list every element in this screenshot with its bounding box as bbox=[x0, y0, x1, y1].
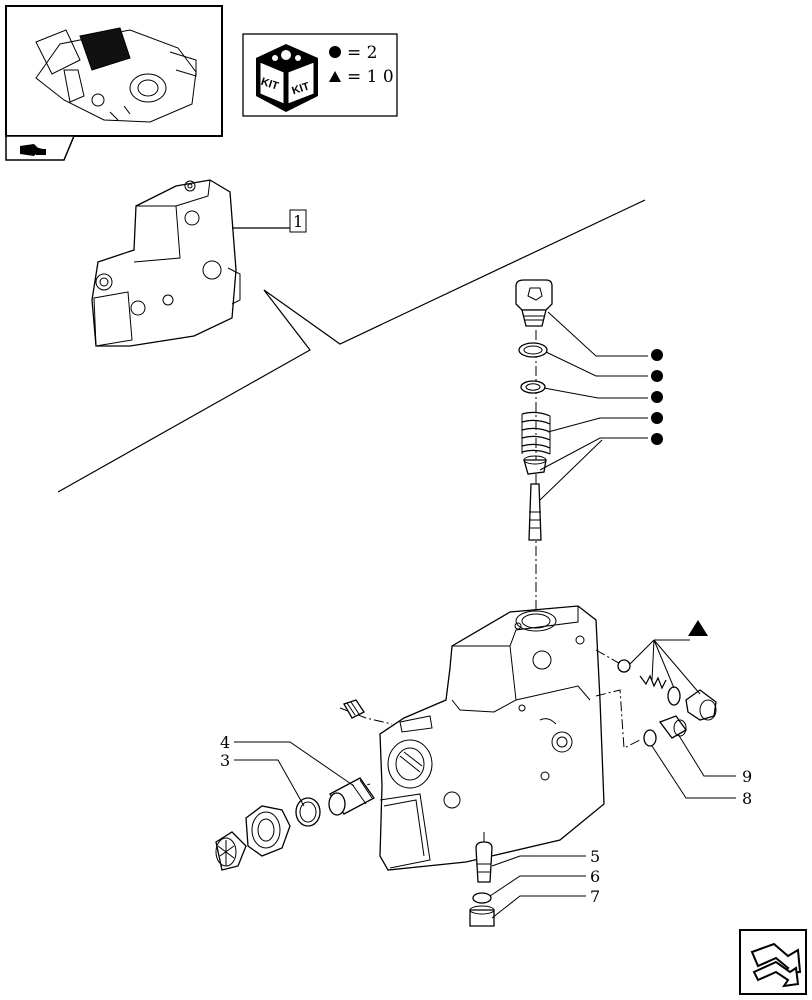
kit-marker-dot-3 bbox=[651, 391, 663, 403]
kit-legend: KIT KIT = 2 = 1 0 bbox=[242, 33, 398, 117]
callout-9: 9 bbox=[742, 767, 752, 786]
o-ring-3 bbox=[295, 797, 321, 827]
callout-4: 4 bbox=[220, 733, 230, 752]
nav-back-tab[interactable] bbox=[5, 135, 76, 161]
set-screw bbox=[343, 699, 365, 719]
kit-label-right: KIT bbox=[291, 80, 312, 97]
kit-circle-symbol bbox=[329, 46, 341, 58]
small-spring bbox=[639, 674, 667, 690]
reference-valve-body bbox=[91, 179, 241, 347]
hex-fitting bbox=[245, 805, 291, 857]
bottom-plunger bbox=[475, 841, 493, 883]
bottom-plug bbox=[469, 905, 495, 927]
kit-marker-dot-4 bbox=[651, 412, 663, 424]
page-back-arrow-icon bbox=[20, 144, 46, 156]
section-break-line bbox=[57, 199, 646, 493]
kit-marker-dot-1 bbox=[651, 349, 663, 361]
o-ring-upper bbox=[518, 342, 548, 358]
thumbnail-panel[interactable] bbox=[5, 5, 223, 137]
callout-ref-1: 1 bbox=[293, 212, 303, 231]
kit-marker-triangle bbox=[688, 620, 708, 636]
kit-marker-dot-2 bbox=[651, 370, 663, 382]
callout-6: 6 bbox=[590, 867, 600, 886]
bottom-washer bbox=[472, 892, 492, 904]
small-o-ring bbox=[667, 686, 681, 706]
kit-triangle-symbol bbox=[329, 71, 341, 82]
callout-3: 3 bbox=[220, 751, 230, 770]
kit-label-left: KIT bbox=[259, 76, 280, 93]
callout-8: 8 bbox=[742, 789, 752, 808]
cap-plug bbox=[685, 689, 717, 721]
spring bbox=[521, 411, 551, 455]
kit-circle-count: = 2 bbox=[347, 43, 377, 63]
kit-triangle-count: = 1 0 bbox=[347, 67, 394, 87]
valve-assembly-thumbnail bbox=[35, 27, 197, 123]
page-next-arrow-icon bbox=[750, 942, 802, 988]
check-ball bbox=[617, 659, 631, 673]
valve-plug bbox=[515, 279, 553, 327]
threaded-plug-9 bbox=[658, 715, 687, 739]
spring-seat bbox=[523, 455, 547, 475]
strainer-cap bbox=[215, 831, 247, 871]
kit-box-icon: KIT KIT bbox=[256, 44, 318, 112]
poppet-pin bbox=[528, 483, 542, 541]
nav-next-button[interactable] bbox=[739, 929, 807, 995]
o-ring-lower bbox=[520, 380, 546, 394]
callout-5: 5 bbox=[590, 847, 600, 866]
kit-marker-dot-5 bbox=[651, 433, 663, 445]
main-valve-body bbox=[379, 605, 605, 871]
filter-sleeve bbox=[328, 777, 375, 816]
callout-7: 7 bbox=[590, 887, 600, 906]
o-ring-8 bbox=[643, 729, 657, 747]
